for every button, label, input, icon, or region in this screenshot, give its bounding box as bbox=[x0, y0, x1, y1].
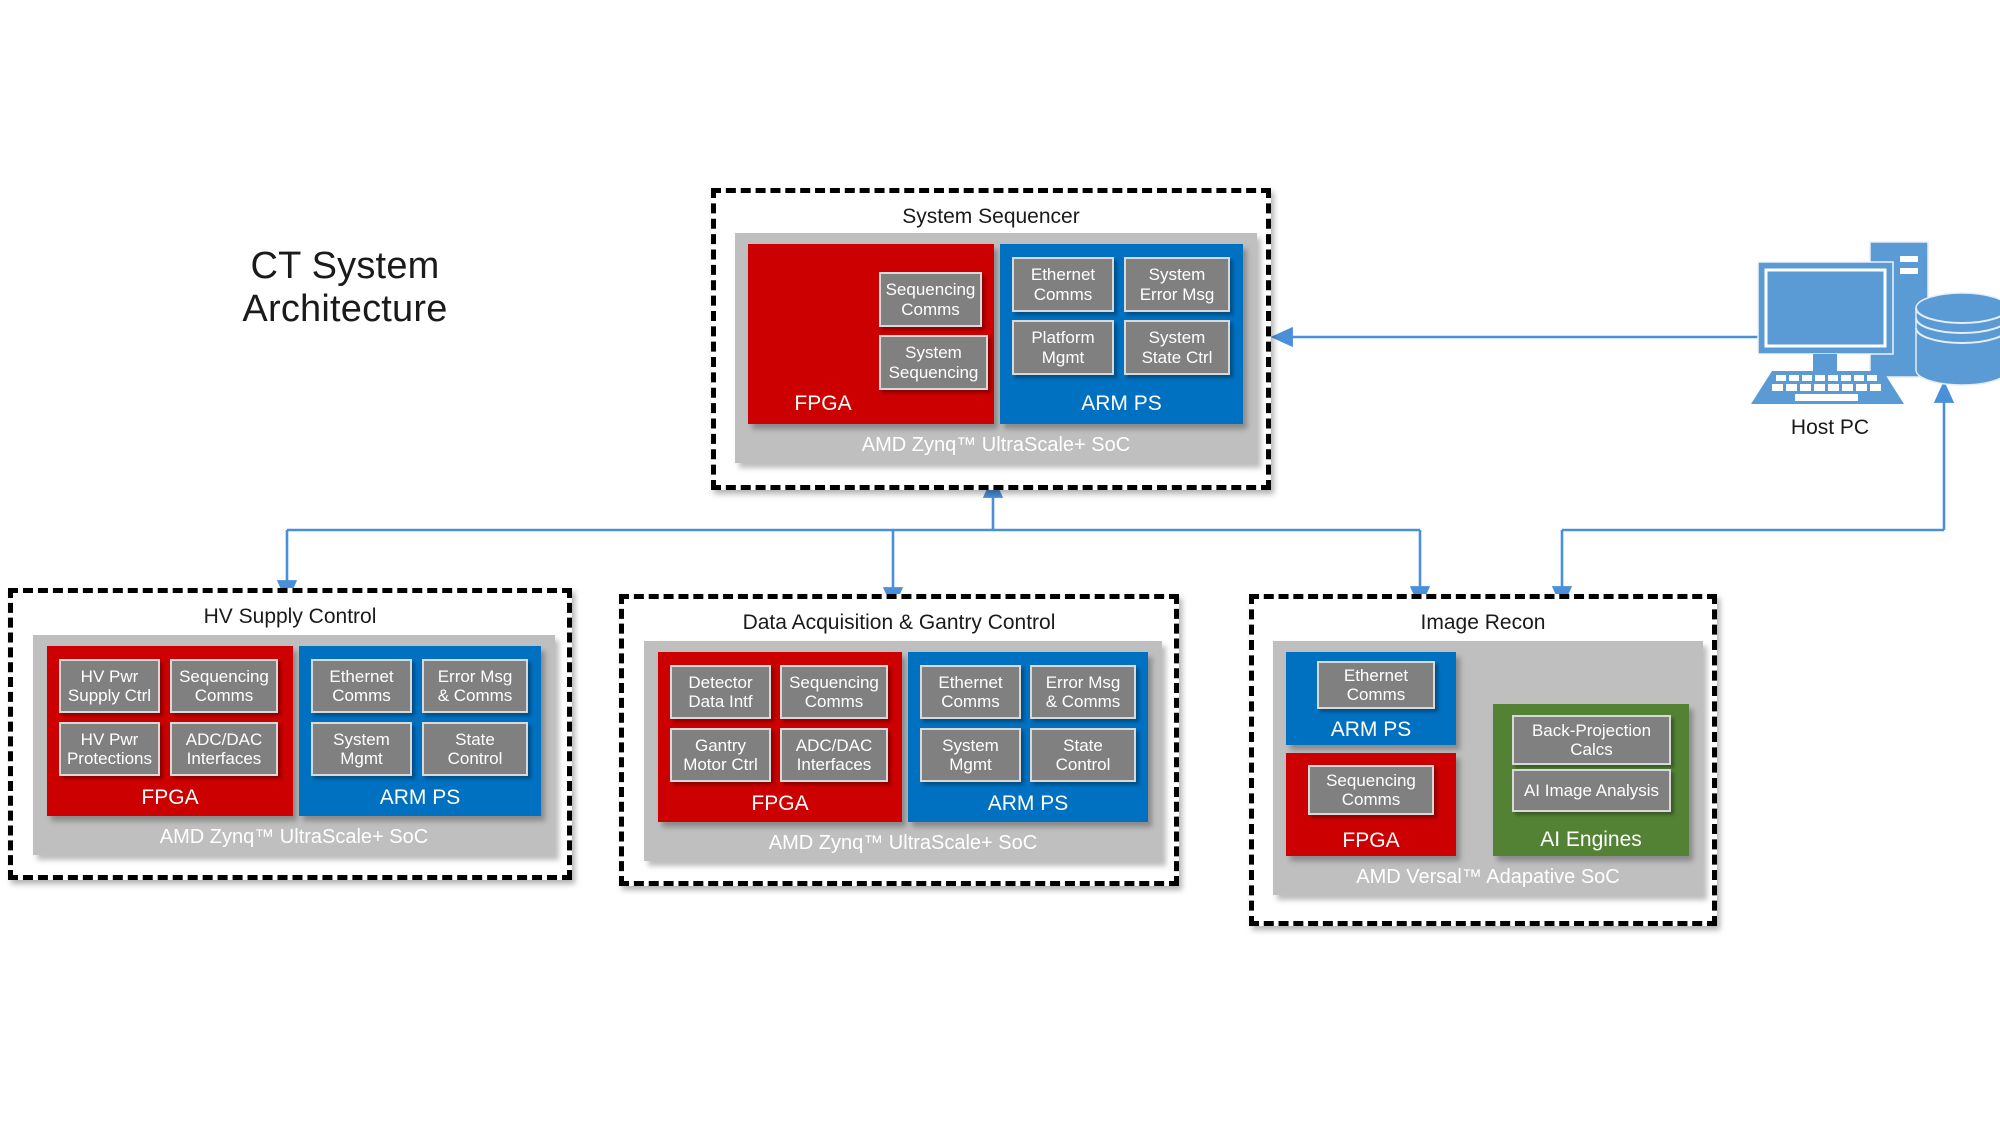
tile-ethernet-comms[interactable]: Ethernet Comms bbox=[1317, 661, 1435, 709]
tile-ethernet-comms[interactable]: Ethernet Comms bbox=[311, 659, 412, 713]
tile-sequencing-comms[interactable]: Sequencing Comms bbox=[780, 665, 888, 719]
subsystem-data-acquisition-gantry-control[interactable]: Data Acquisition & Gantry Control AMD Zy… bbox=[619, 594, 1179, 886]
tile-gantry-motor-ctrl[interactable]: Gantry Motor Ctrl bbox=[670, 728, 771, 782]
tile-ethernet-comms[interactable]: Ethernet Comms bbox=[920, 665, 1021, 719]
tile-hv-pwr-supply-ctrl[interactable]: HV Pwr Supply Ctrl bbox=[59, 659, 160, 713]
hv-supply-fpga[interactable]: HV Pwr Supply Ctrl Sequencing Comms HV P… bbox=[47, 646, 293, 816]
tile-error-msg-comms[interactable]: Error Msg & Comms bbox=[1030, 665, 1136, 719]
tile-system-sequencing[interactable]: System Sequencing bbox=[879, 335, 988, 390]
hv-supply-title: HV Supply Control bbox=[203, 605, 377, 628]
daq-gantry-soc: AMD Zynq™ UltraScale+ SoC Detector Data … bbox=[644, 641, 1162, 861]
system-sequencer-arm-label: ARM PS bbox=[1081, 392, 1162, 415]
system-sequencer-soc-label: AMD Zynq™ UltraScale+ SoC bbox=[861, 434, 1131, 456]
subsystem-hv-supply-control[interactable]: HV Supply Control AMD Zynq™ UltraScale+ … bbox=[8, 588, 572, 880]
subsystem-image-recon[interactable]: Image Recon AMD Versal™ Adapative SoC Et… bbox=[1249, 594, 1717, 926]
tile-state-control[interactable]: State Control bbox=[422, 722, 528, 776]
image-recon-ai-label: AI Engines bbox=[1540, 828, 1642, 851]
image-recon-arm-label: ARM PS bbox=[1330, 718, 1412, 741]
host-pc-label: Host PC bbox=[1790, 416, 1870, 439]
hv-supply-arm[interactable]: Ethernet Comms Error Msg & Comms System … bbox=[299, 646, 541, 816]
system-sequencer-fpga-label: FPGA bbox=[794, 392, 852, 415]
image-recon-soc-label: AMD Versal™ Adapative SoC bbox=[1356, 866, 1620, 888]
tile-back-projection-calcs[interactable]: Back-Projection Calcs bbox=[1512, 715, 1671, 765]
tile-adc-dac-interfaces[interactable]: ADC/DAC Interfaces bbox=[170, 722, 278, 776]
system-sequencer-fpga[interactable]: Sequencing Comms System Sequencing FPGA bbox=[748, 244, 994, 424]
tile-system-state-ctrl[interactable]: System State Ctrl bbox=[1124, 320, 1230, 375]
tile-error-msg-comms[interactable]: Error Msg & Comms bbox=[422, 659, 528, 713]
system-sequencer-title: System Sequencer bbox=[902, 205, 1080, 228]
tile-ethernet-comms[interactable]: Ethernet Comms bbox=[1012, 257, 1114, 312]
tile-sequencing-comms[interactable]: Sequencing Comms bbox=[170, 659, 278, 713]
database-icon bbox=[1915, 292, 2000, 386]
tile-platform-mgmt[interactable]: Platform Mgmt bbox=[1012, 320, 1114, 375]
image-recon-title: Image Recon bbox=[1420, 611, 1546, 634]
hv-supply-fpga-label: FPGA bbox=[141, 786, 199, 809]
tile-state-control[interactable]: State Control bbox=[1030, 728, 1136, 782]
image-recon-arm[interactable]: Ethernet Comms ARM PS bbox=[1286, 652, 1456, 745]
daq-gantry-arm[interactable]: Ethernet Comms Error Msg & Comms System … bbox=[908, 652, 1148, 822]
image-recon-ai-engines[interactable]: Back-Projection Calcs AI Image Analysis … bbox=[1493, 704, 1689, 856]
page-title: CT System Architecture bbox=[242, 245, 448, 330]
subsystem-system-sequencer[interactable]: System Sequencer AMD Zynq™ UltraScale+ S… bbox=[711, 188, 1271, 490]
image-recon-soc: AMD Versal™ Adapative SoC Ethernet Comms… bbox=[1273, 641, 1703, 895]
image-recon-fpga[interactable]: Sequencing Comms FPGA bbox=[1286, 753, 1456, 856]
monitor-icon bbox=[1757, 261, 1894, 372]
tile-sequencing-comms[interactable]: Sequencing Comms bbox=[879, 272, 982, 327]
tile-hv-pwr-protections[interactable]: HV Pwr Protections bbox=[59, 722, 160, 776]
daq-gantry-title: Data Acquisition & Gantry Control bbox=[742, 611, 1056, 634]
system-sequencer-arm[interactable]: Ethernet Comms System Error Msg Platform… bbox=[1000, 244, 1243, 424]
tile-system-mgmt[interactable]: System Mgmt bbox=[311, 722, 412, 776]
daq-gantry-soc-label: AMD Zynq™ UltraScale+ SoC bbox=[768, 832, 1038, 854]
tile-ai-image-analysis[interactable]: AI Image Analysis bbox=[1512, 769, 1671, 812]
tile-adc-dac-interfaces[interactable]: ADC/DAC Interfaces bbox=[780, 728, 888, 782]
hv-supply-arm-label: ARM PS bbox=[379, 786, 461, 809]
hv-supply-soc-label: AMD Zynq™ UltraScale+ SoC bbox=[159, 826, 429, 848]
system-sequencer-soc: AMD Zynq™ UltraScale+ SoC Sequencing Com… bbox=[735, 233, 1257, 463]
keyboard-icon bbox=[1751, 371, 1904, 404]
tile-system-error-msg[interactable]: System Error Msg bbox=[1124, 257, 1230, 312]
tile-detector-data-intf[interactable]: Detector Data Intf bbox=[670, 665, 771, 719]
image-recon-fpga-label: FPGA bbox=[1342, 829, 1400, 852]
hv-supply-soc: AMD Zynq™ UltraScale+ SoC HV Pwr Supply … bbox=[33, 635, 555, 855]
daq-gantry-fpga-label: FPGA bbox=[751, 792, 809, 815]
tile-sequencing-comms[interactable]: Sequencing Comms bbox=[1308, 765, 1434, 815]
host-pc[interactable]: Host PC bbox=[1720, 240, 2000, 439]
daq-gantry-arm-label: ARM PS bbox=[987, 792, 1069, 815]
daq-gantry-fpga[interactable]: Detector Data Intf Sequencing Comms Gant… bbox=[658, 652, 902, 822]
tile-system-mgmt[interactable]: System Mgmt bbox=[920, 728, 1021, 782]
